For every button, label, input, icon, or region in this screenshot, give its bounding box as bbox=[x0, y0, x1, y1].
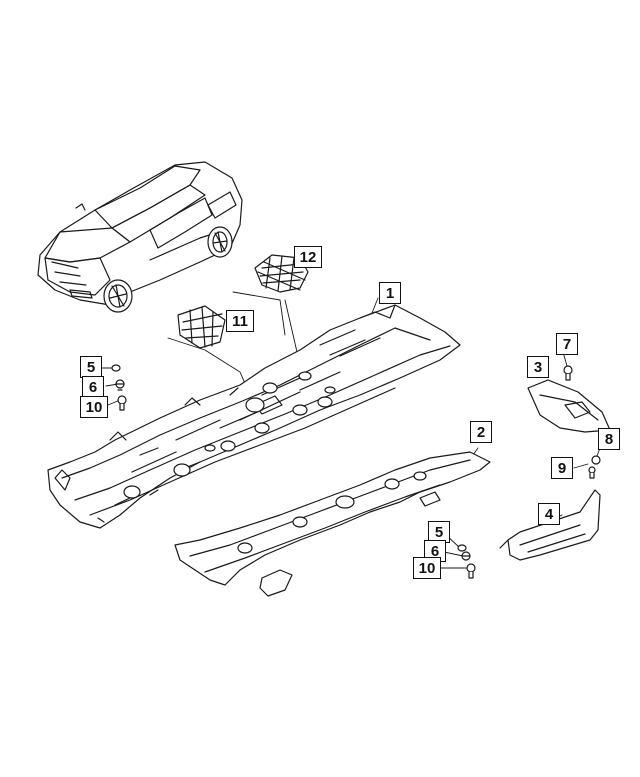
part-4-bracket bbox=[499, 489, 601, 561]
callout-10-left: 10 bbox=[80, 396, 108, 418]
callout-9: 9 bbox=[551, 457, 573, 479]
callout-10-right: 10 bbox=[413, 557, 441, 579]
part-11-panel bbox=[177, 305, 226, 349]
callout-6-left: 6 bbox=[82, 376, 104, 398]
vehicle-illustration bbox=[37, 161, 243, 313]
part-3-bracket bbox=[527, 379, 611, 433]
callout-2: 2 bbox=[470, 421, 492, 443]
callout-7: 7 bbox=[556, 333, 578, 355]
callout-5-left: 5 bbox=[80, 356, 102, 378]
callout-1: 1 bbox=[379, 282, 401, 304]
fasteners bbox=[111, 364, 601, 579]
part-1-main-shield bbox=[47, 304, 461, 529]
callout-4: 4 bbox=[538, 503, 560, 525]
part-2-shield bbox=[174, 451, 491, 597]
callout-12: 12 bbox=[294, 246, 322, 268]
callout-3: 3 bbox=[527, 356, 549, 378]
callout-11: 11 bbox=[226, 310, 254, 332]
callout-8: 8 bbox=[598, 428, 620, 450]
